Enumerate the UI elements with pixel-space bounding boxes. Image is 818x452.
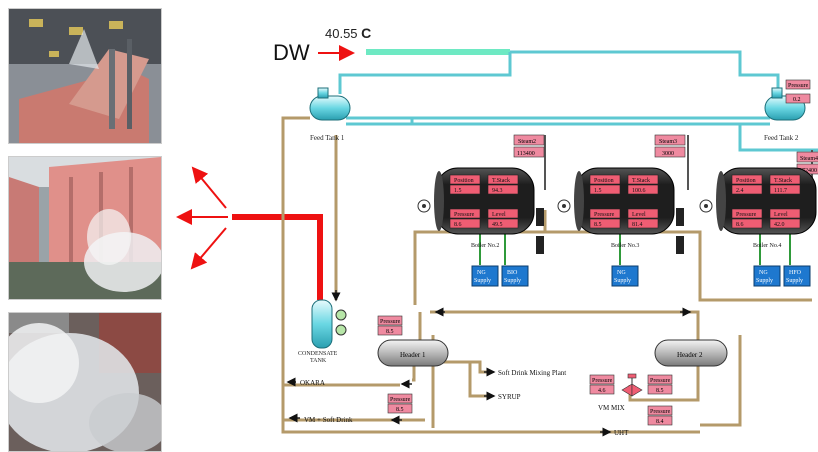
svg-text:4.6: 4.6 bbox=[598, 388, 606, 394]
steam-tag-3: Steam3 3000 bbox=[655, 135, 685, 157]
feed-tank-1-label: Feed Tank 1 bbox=[310, 134, 345, 142]
uht-label: UHT bbox=[614, 429, 629, 437]
soft-drink-mixing-label: Soft Drink Mixing Plant bbox=[498, 369, 566, 377]
t-stack-value: 100.6 bbox=[632, 188, 646, 194]
supply-box: NG Supply bbox=[612, 266, 638, 286]
pressure-value: 8.6 bbox=[454, 222, 462, 228]
level-value: 49.5 bbox=[492, 222, 503, 228]
pressure-label: Pressure bbox=[454, 212, 475, 218]
position-value: 1.5 bbox=[454, 188, 462, 194]
t-stack-label: T.Stack bbox=[774, 178, 792, 184]
svg-text:8.5: 8.5 bbox=[396, 407, 404, 413]
position-value: 2.4 bbox=[736, 188, 744, 194]
steam-tag-2: Steam2 113400 bbox=[514, 135, 544, 157]
supply-box: NG Supply bbox=[472, 266, 498, 286]
supply-label: NG bbox=[617, 270, 626, 276]
supply-label: HFO bbox=[789, 270, 802, 276]
svg-text:0.2: 0.2 bbox=[793, 97, 801, 103]
t-stack-label: T.Stack bbox=[632, 178, 650, 184]
blower-fan-icon bbox=[558, 200, 570, 212]
t-stack-label: T.Stack bbox=[492, 178, 510, 184]
pressure-label: Pressure bbox=[736, 212, 757, 218]
pressure-box-uht: Pressure 8.4 bbox=[648, 406, 672, 425]
svg-text:Header 2: Header 2 bbox=[677, 351, 703, 359]
header-2[interactable]: Header 2 bbox=[655, 340, 727, 366]
supply-label-2: Supply bbox=[756, 278, 773, 284]
supply-label: NG bbox=[477, 270, 486, 276]
svg-text:Steam2: Steam2 bbox=[518, 139, 536, 145]
feedwater-lines bbox=[340, 52, 818, 150]
condensate-lines bbox=[283, 118, 812, 432]
pressure-value: 8.5 bbox=[594, 222, 602, 228]
svg-text:113400: 113400 bbox=[517, 151, 535, 157]
header-1[interactable]: Header 1 bbox=[378, 340, 448, 366]
t-stack-value: 111.7 bbox=[774, 188, 787, 194]
boiler-label: Boiler No.4 bbox=[753, 243, 781, 249]
position-label: Position bbox=[736, 178, 756, 184]
boiler-label: Boiler No.3 bbox=[611, 243, 639, 249]
svg-text:8.4: 8.4 bbox=[656, 419, 664, 425]
supply-label: BIO bbox=[507, 270, 518, 276]
position-value: 1.5 bbox=[594, 188, 602, 194]
svg-text:Pressure: Pressure bbox=[788, 83, 809, 89]
blower-fan-icon bbox=[700, 200, 712, 212]
dw-flow-bar bbox=[366, 49, 510, 55]
supply-label-2: Supply bbox=[504, 278, 521, 284]
condensate-tank[interactable]: CONDENSATE TANK bbox=[298, 300, 346, 364]
pressure-box-header2: Pressure 8.5 bbox=[648, 375, 672, 394]
vm-mix-label: VM MIX bbox=[598, 404, 625, 412]
boiler-label: Boiler No.2 bbox=[471, 243, 499, 249]
svg-text:8.5: 8.5 bbox=[656, 388, 664, 394]
position-label: Position bbox=[454, 178, 474, 184]
svg-text:Steam3: Steam3 bbox=[659, 139, 677, 145]
pressure-box-syrup: Pressure 8.5 bbox=[388, 394, 412, 413]
feed-tank-1[interactable]: Feed Tank 1 bbox=[310, 88, 350, 142]
vm-mix-valve[interactable] bbox=[622, 374, 642, 396]
svg-text:Pressure: Pressure bbox=[592, 378, 613, 384]
blower-fan-icon bbox=[418, 200, 430, 212]
okara-label: OKARA bbox=[300, 379, 325, 387]
supply-label: NG bbox=[759, 270, 768, 276]
supply-box: BIO Supply bbox=[502, 266, 528, 286]
level-label: Level bbox=[632, 212, 646, 218]
svg-text:3000: 3000 bbox=[662, 151, 674, 157]
level-value: 81.4 bbox=[632, 222, 643, 228]
condensate-label-2: TANK bbox=[310, 358, 327, 364]
svg-text:Pressure: Pressure bbox=[390, 397, 411, 403]
temperature-readout: 40.55 C bbox=[325, 25, 371, 41]
supply-label-2: Supply bbox=[786, 278, 803, 284]
temperature-unit: C bbox=[361, 25, 371, 41]
pressure-feed-tank-2: Pressure 0.2 bbox=[786, 80, 810, 103]
svg-text:8.5: 8.5 bbox=[386, 329, 394, 335]
level-label: Level bbox=[492, 212, 506, 218]
supply-label-2: Supply bbox=[614, 278, 631, 284]
pressure-label: Pressure bbox=[594, 212, 615, 218]
supply-box: HFO Supply bbox=[784, 266, 810, 286]
supply-box: NG Supply bbox=[754, 266, 780, 286]
temperature-value: 40.55 bbox=[325, 26, 358, 41]
feed-tank-2-label: Feed Tank 2 bbox=[764, 134, 799, 142]
dw-label: DW bbox=[273, 40, 310, 66]
svg-text:Steam4: Steam4 bbox=[800, 156, 818, 162]
svg-text:Pressure: Pressure bbox=[650, 409, 671, 415]
steam-leak-lines bbox=[178, 168, 322, 300]
level-label: Level bbox=[774, 212, 788, 218]
supply-label-2: Supply bbox=[474, 278, 491, 284]
condensate-label: CONDENSATE bbox=[298, 351, 338, 357]
pressure-box-vmmix: Pressure 4.6 bbox=[590, 375, 614, 394]
level-value: 42.0 bbox=[774, 222, 785, 228]
vm-soft-drink-label: VM + Soft Drink bbox=[304, 416, 353, 424]
svg-text:Pressure: Pressure bbox=[380, 319, 401, 325]
t-stack-value: 94.3 bbox=[492, 188, 503, 194]
syrup-label: SYRUP bbox=[498, 393, 521, 401]
position-label: Position bbox=[594, 178, 614, 184]
header-1-pressure: Pressure 8.5 bbox=[378, 316, 402, 335]
pressure-value: 8.6 bbox=[736, 222, 744, 228]
svg-text:Pressure: Pressure bbox=[650, 378, 671, 384]
svg-text:Header 1: Header 1 bbox=[400, 351, 426, 359]
